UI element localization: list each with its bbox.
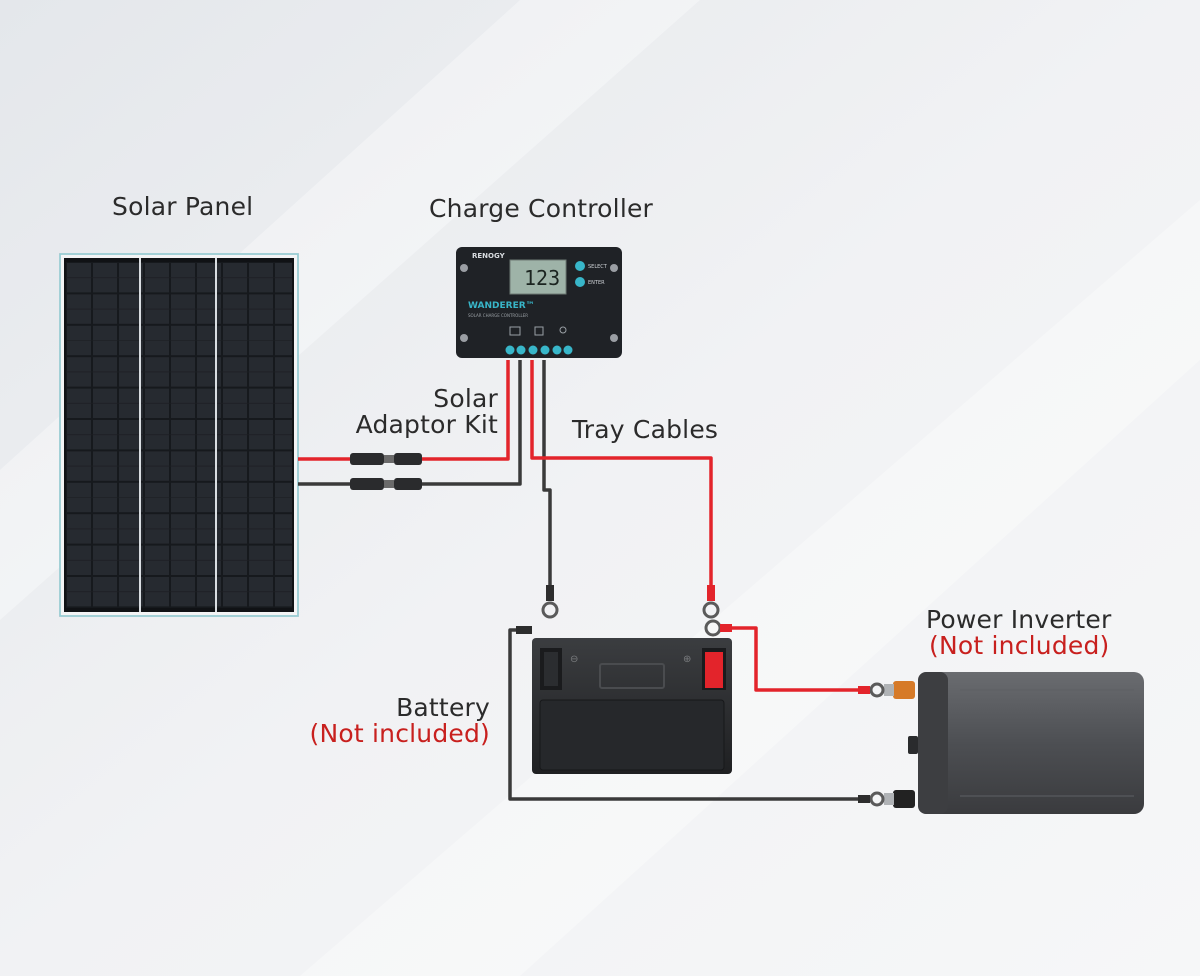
svg-text:⊖: ⊖	[570, 654, 578, 665]
tray-cables-label: Tray Cables	[572, 415, 719, 444]
ring-terminal-battery-out-negative	[516, 626, 532, 634]
select-button	[575, 261, 585, 271]
solar-adaptor-kit-label-line2: Adaptor Kit	[355, 410, 498, 439]
ring-terminal-battery-out-positive	[704, 619, 732, 637]
controller-terminals	[505, 345, 573, 355]
power-inverter-label: Power Inverter	[926, 605, 1112, 634]
svg-text:⊕: ⊕	[683, 654, 691, 665]
inverter-positive-wire	[726, 626, 860, 692]
charge-controller: 123 SELECT ENTER RENOGY WANDERER™ SOLAR …	[456, 247, 622, 358]
power-inverter	[858, 672, 1144, 814]
battery: ⊖ ⊕	[532, 638, 732, 774]
ring-terminal-battery-positive	[702, 585, 720, 619]
enter-button	[575, 277, 585, 287]
solar-negative-wire	[420, 360, 522, 486]
controller-brand: RENOGY	[472, 252, 506, 260]
controller-button-enter-label: ENTER	[588, 280, 605, 286]
controller-button-select-label: SELECT	[588, 264, 608, 270]
tray-cable-negative	[542, 360, 552, 600]
solar-positive-wire	[420, 360, 510, 461]
tray-cable-positive	[530, 360, 713, 600]
solar-panel-label: Solar Panel	[112, 192, 254, 221]
battery-label: Battery	[396, 693, 490, 722]
controller-display-value: 123	[524, 266, 560, 290]
controller-subtitle: SOLAR CHARGE CONTROLLER	[468, 313, 528, 318]
charge-controller-label: Charge Controller	[429, 194, 654, 223]
solar-adaptor-kit-label-line1: Solar	[433, 384, 498, 413]
battery-note: (Not included)	[309, 719, 490, 748]
power-inverter-note: (Not included)	[929, 631, 1110, 660]
controller-model: WANDERER™	[468, 301, 535, 311]
background-light-beam	[300, 200, 1200, 976]
mc4-connector-negative	[350, 478, 422, 490]
ring-terminal-battery-negative	[541, 585, 559, 619]
solar-panel	[59, 253, 299, 617]
mc4-connector-positive	[350, 453, 422, 465]
